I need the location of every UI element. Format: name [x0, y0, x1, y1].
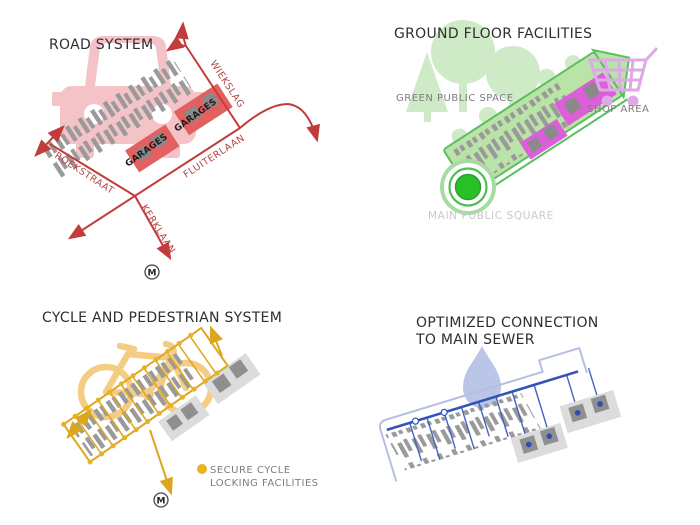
site-plan-sewer — [378, 347, 622, 482]
metro-icon: M — [153, 492, 169, 508]
garage-block — [173, 83, 233, 136]
panel-cycle-pedestrian: SECURE CYCLE LOCKING FACILITIES M CYCLE … — [42, 310, 319, 508]
sewer-branches — [409, 368, 600, 462]
panel-road-system: WIEKSLAG FLUITERLAAN ROEKSTRAAT KERKLAAN… — [34, 21, 320, 280]
tree-icons — [406, 20, 540, 122]
cycle-route-arrows — [66, 325, 223, 496]
cycle-lock-dots — [61, 325, 204, 427]
shop-area-label: SHOP AREA — [587, 104, 649, 115]
legend-dot-icon — [197, 464, 207, 474]
metro-label: M — [157, 497, 166, 507]
water-drop-icon — [463, 346, 501, 408]
shop-area-block — [554, 72, 617, 126]
cycle-legend: SECURE CYCLE LOCKING FACILITIES — [197, 464, 319, 489]
shopping-cart-icon — [587, 46, 659, 107]
sewer-panel-title-line1: OPTIMIZED CONNECTION — [416, 315, 599, 331]
main-public-square-label: MAIN PUBLIC SQUARE — [428, 210, 554, 222]
site-plan-green-band — [443, 48, 631, 200]
metro-label: M — [148, 269, 157, 279]
main-public-square-marker — [440, 159, 496, 215]
street-label-kerklaan: KERKLAAN — [138, 203, 177, 256]
cycle-panel-title: CYCLE AND PEDESTRIAN SYSTEM — [42, 310, 282, 326]
panel-sewer-connection: OPTIMIZED CONNECTION TO MAIN SEWER — [378, 315, 622, 482]
parking-pad — [203, 353, 261, 405]
site-plan-cycle-grid — [61, 325, 261, 465]
shop-area-block — [519, 118, 568, 160]
garage-pad — [559, 390, 622, 434]
road-panel-title: ROAD SYSTEM — [49, 37, 153, 53]
metro-icon: M — [144, 264, 160, 280]
road-network — [34, 21, 320, 261]
parking-pad — [158, 395, 210, 442]
legend-line1: SECURE CYCLE — [210, 465, 291, 476]
green-public-space-label: GREEN PUBLIC SPACE — [396, 93, 514, 104]
garage-block — [125, 124, 180, 173]
site-outline — [378, 347, 588, 482]
garage-pad — [510, 422, 568, 463]
site-plan-buildings — [36, 56, 233, 182]
panel-ground-floor-facilities: GROUND FLOOR FACILITIES GREEN PUBLIC SPA… — [394, 20, 659, 222]
sewer-panel-title-line2: TO MAIN SEWER — [415, 332, 535, 348]
legend-line2: LOCKING FACILITIES — [210, 478, 319, 489]
cycle-lock-dots — [87, 363, 231, 465]
ground-panel-title: GROUND FLOOR FACILITIES — [394, 26, 592, 42]
